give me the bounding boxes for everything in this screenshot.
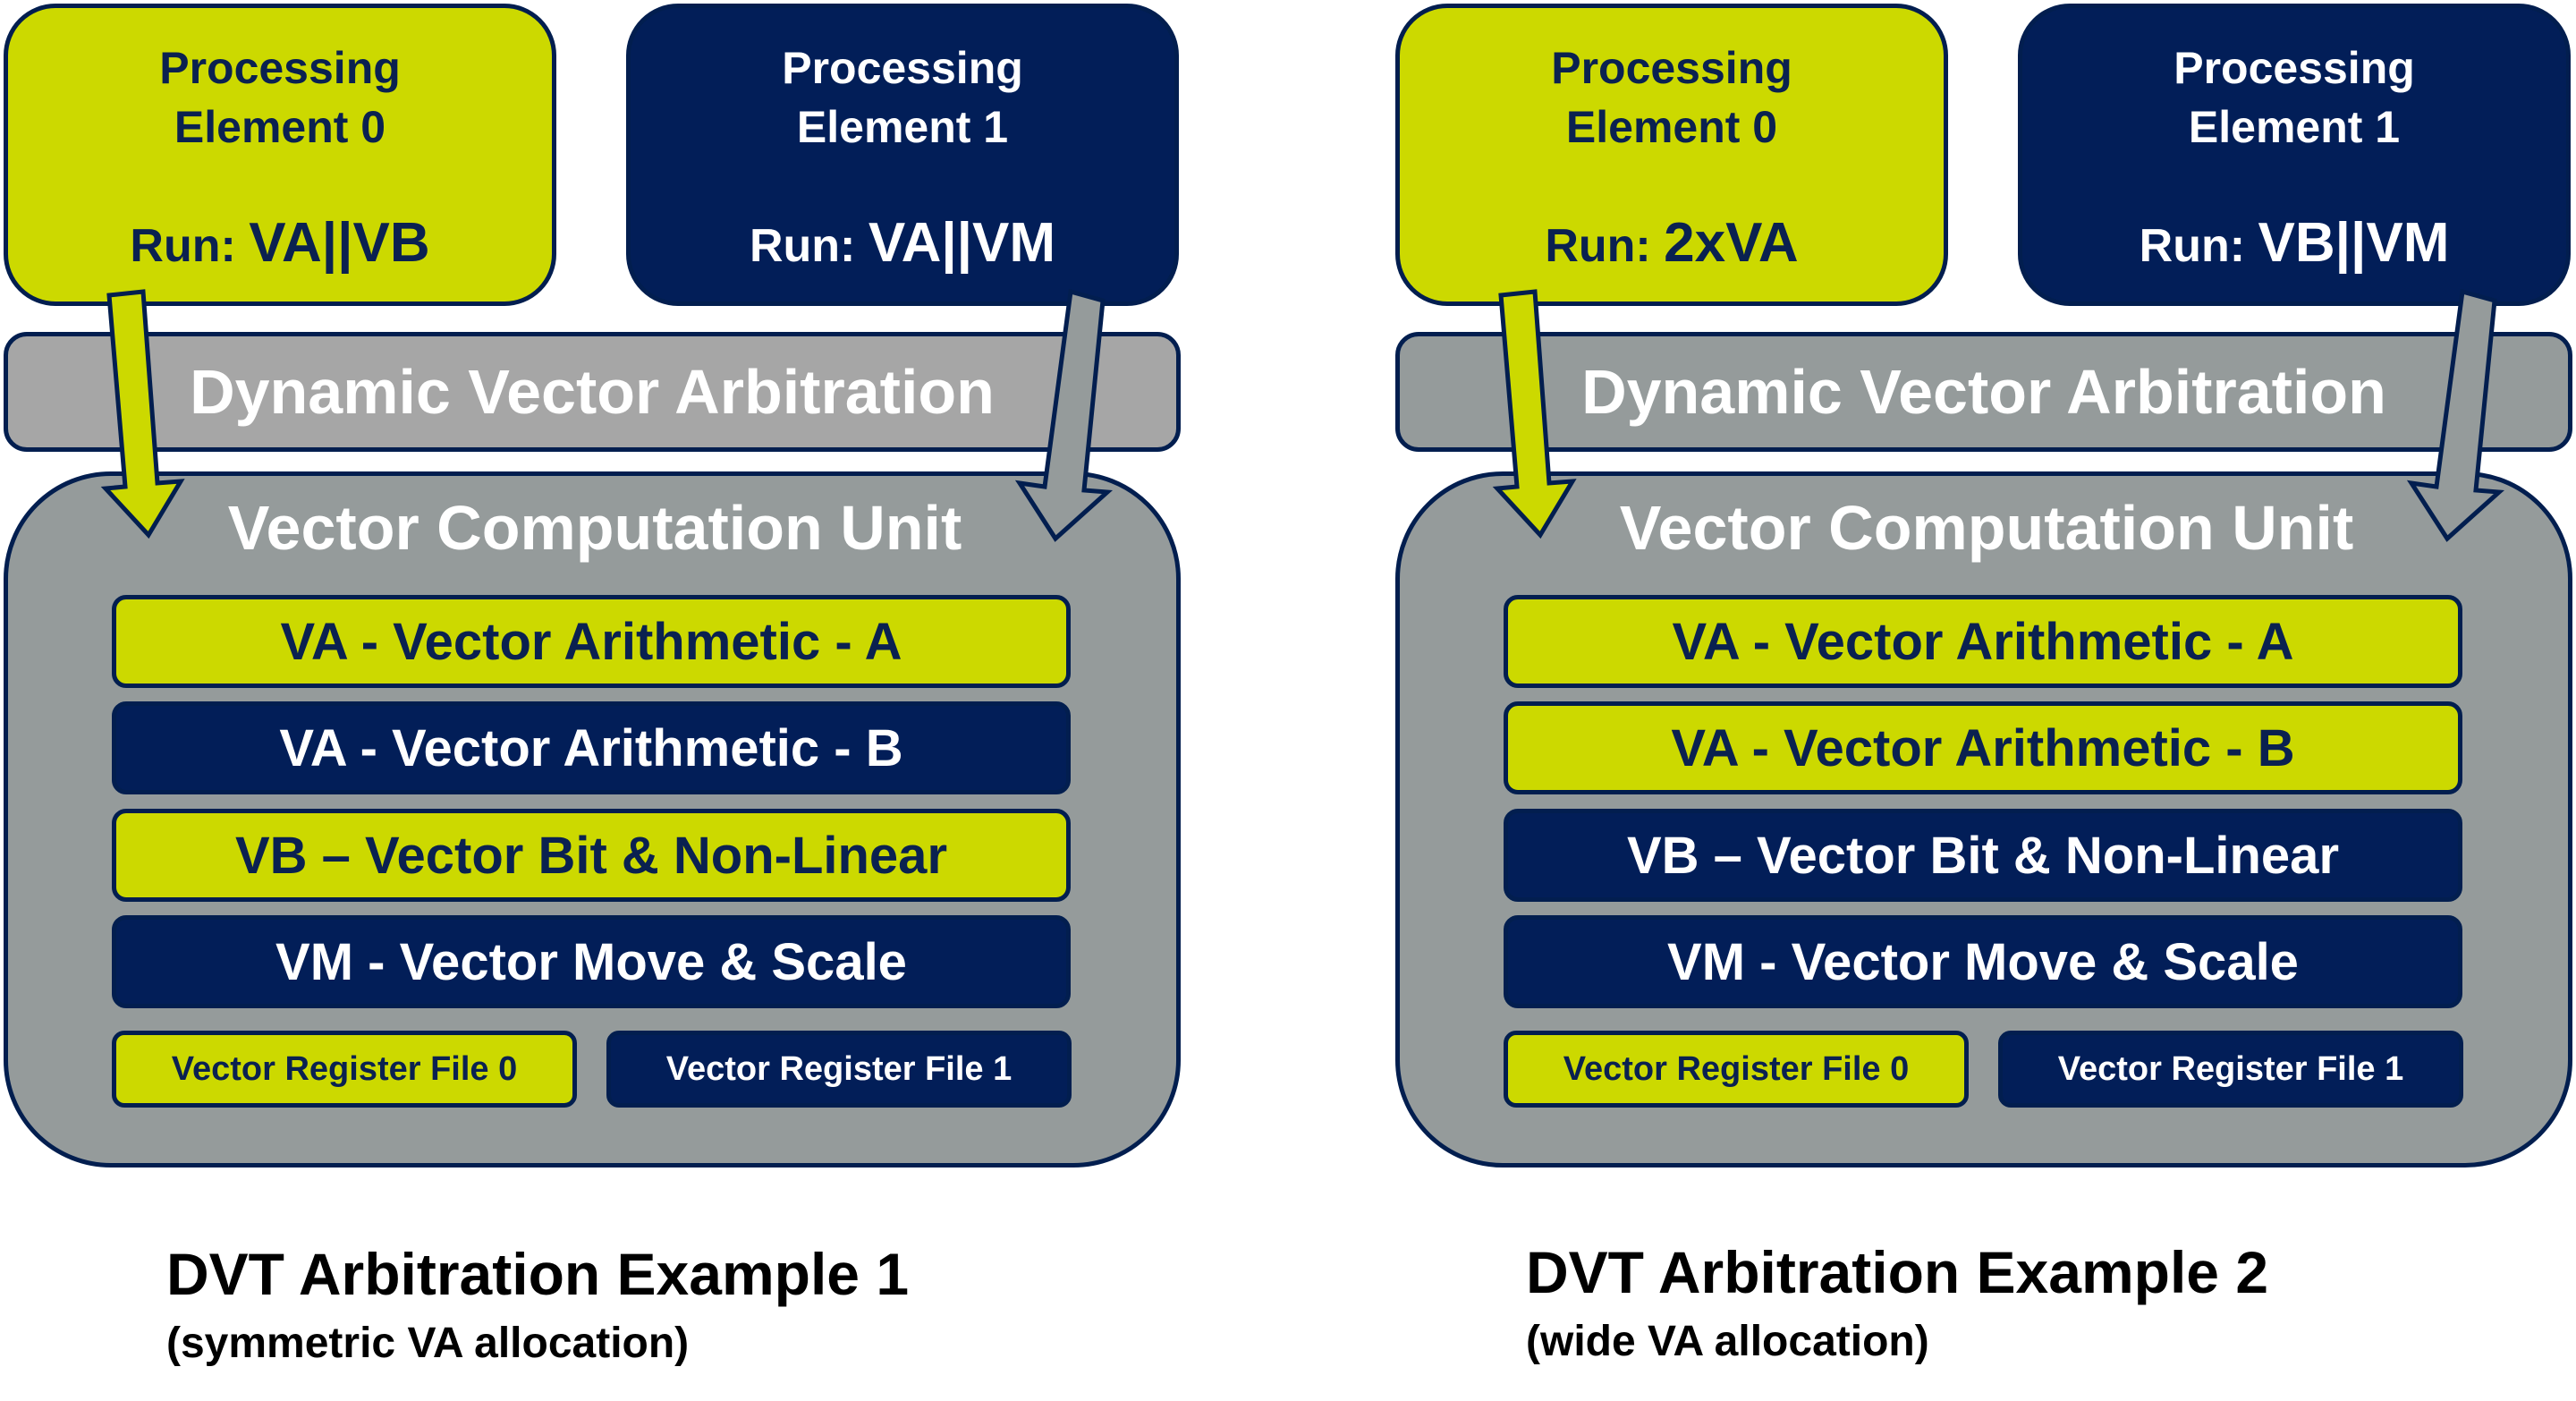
arbitration-label: Dynamic Vector Arbitration [190, 357, 995, 427]
pe-run: Run: VA||VB [130, 212, 430, 274]
register-file-0: Vector Register File 0 [112, 1031, 577, 1108]
arbitration-label: Dynamic Vector Arbitration [1581, 357, 2386, 427]
caption-title: DVT Arbitration Example 2 [1526, 1239, 2269, 1305]
vcu-title: Vector Computation Unit [1619, 493, 2354, 563]
dynamic-vector-arbitration-bar: Dynamic Vector Arbitration [4, 332, 1181, 452]
unit-va-b: VA - Vector Arithmetic - B [112, 701, 1071, 794]
dynamic-vector-arbitration-bar: Dynamic Vector Arbitration [1395, 332, 2572, 452]
pe-run: Run: VB||VM [2139, 212, 2450, 274]
caption-title: DVT Arbitration Example 1 [166, 1241, 910, 1307]
unit-vb: VB – Vector Bit & Non-Linear [112, 809, 1071, 902]
vcu-title: Vector Computation Unit [227, 493, 962, 563]
caption-subtitle: (wide VA allocation) [1526, 1318, 1929, 1365]
caption-subtitle: (symmetric VA allocation) [166, 1320, 690, 1367]
example-1-panel: Dynamic Vector Arbitration Vector Comput… [0, 0, 1190, 1401]
example-2-panel: Dynamic Vector Arbitration Vector Comput… [1392, 0, 2576, 1401]
unit-vm: VM - Vector Move & Scale [1504, 915, 2462, 1008]
register-file-1: Vector Register File 1 [606, 1031, 1072, 1108]
unit-vm: VM - Vector Move & Scale [112, 915, 1071, 1008]
unit-vb: VB – Vector Bit & Non-Linear [1504, 809, 2462, 902]
unit-va-a: VA - Vector Arithmetic - A [112, 595, 1071, 688]
pe-run: Run: VA||VM [749, 212, 1056, 274]
unit-va-a: VA - Vector Arithmetic - A [1504, 595, 2462, 688]
register-file-0: Vector Register File 0 [1504, 1031, 1969, 1108]
unit-va-b: VA - Vector Arithmetic - B [1504, 701, 2462, 794]
register-file-1: Vector Register File 1 [1998, 1031, 2463, 1108]
pe-run: Run: 2xVA [1545, 212, 1799, 274]
